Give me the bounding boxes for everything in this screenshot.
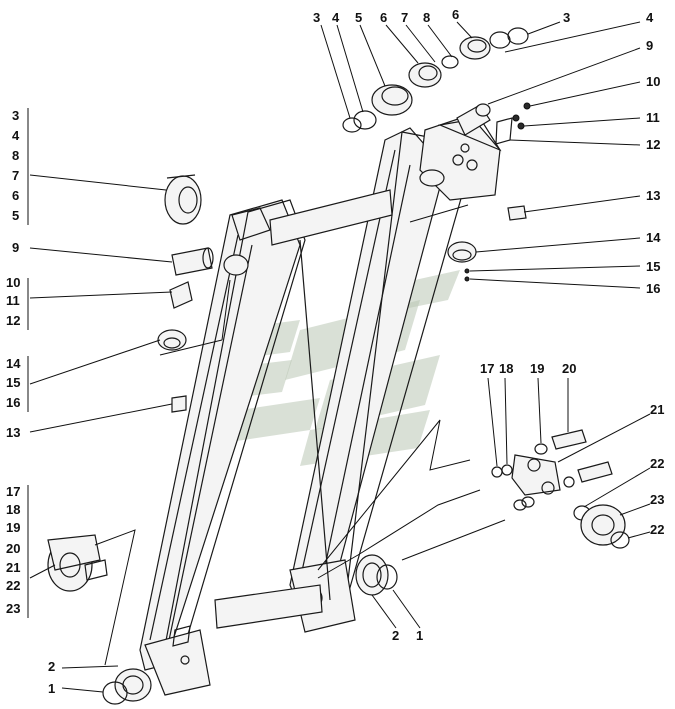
callout-left-3: 3	[12, 108, 19, 123]
callout-top-9: 9	[646, 38, 653, 53]
callout-top-4b: 4	[646, 10, 654, 25]
callout-left-11: 11	[6, 293, 20, 308]
pin-part-9-top	[456, 103, 491, 136]
callout-left-13: 13	[6, 425, 20, 440]
callout-left-15: 15	[6, 375, 20, 390]
callout-left-23: 23	[6, 601, 20, 616]
left-callouts: 3 4 8 7 6 5 9 10 11 12 14 15 16 13 17 18…	[6, 108, 55, 696]
callout-top-16: 16	[646, 281, 660, 296]
callout-br-21: 21	[650, 402, 664, 417]
callout-br-17: 17	[480, 361, 494, 376]
top-small-hardware	[495, 102, 531, 145]
callout-top-5: 5	[355, 10, 362, 25]
callout-top-6a: 6	[380, 10, 387, 25]
bottom-right-callouts: 17 18 19 20 21 22 23 22 2 1	[392, 361, 664, 643]
callout-br-20: 20	[562, 361, 576, 376]
callout-top-11: 11	[646, 110, 660, 125]
left-mast-channel	[139, 199, 306, 696]
left-roller-assembly	[47, 534, 108, 592]
bushing-part-14-top	[447, 241, 477, 282]
callout-left-4: 4	[12, 128, 20, 143]
callout-top-14: 14	[646, 230, 661, 245]
callout-left-10: 10	[6, 275, 20, 290]
callout-left-17: 17	[6, 484, 20, 499]
callout-top-8: 8	[423, 10, 430, 25]
cross-members	[214, 189, 393, 629]
top-callouts: 3 4 5 6 7 8 6 3 4 9 10 11 12 13 14 15 16	[313, 7, 661, 296]
callout-br-22b: 22	[650, 522, 664, 537]
callout-left-5: 5	[12, 208, 19, 223]
callout-left-12: 12	[6, 313, 20, 328]
callout-top-3b: 3	[563, 10, 570, 25]
callout-left-20: 20	[6, 541, 20, 556]
callout-top-7: 7	[401, 10, 408, 25]
callout-left-1: 1	[48, 681, 55, 696]
callout-top-3a: 3	[313, 10, 320, 25]
callout-left-16: 16	[6, 395, 20, 410]
top-seal-stack	[342, 27, 529, 133]
callout-left-22: 22	[6, 578, 20, 593]
left-exploded-parts	[157, 174, 249, 413]
bottom-left-bearing	[102, 668, 152, 705]
callout-left-2: 2	[48, 659, 55, 674]
callout-left-19: 19	[6, 520, 20, 535]
callout-left-8: 8	[12, 148, 19, 163]
callout-top-12: 12	[646, 137, 660, 152]
callout-br-22a: 22	[650, 456, 664, 471]
callout-top-13: 13	[646, 188, 660, 203]
callout-top-6b: 6	[452, 7, 459, 22]
callout-left-6: 6	[12, 188, 19, 203]
callout-br-19: 19	[530, 361, 544, 376]
fitting-part-13-top	[507, 205, 527, 221]
bottom-right-exploded-parts	[491, 429, 630, 549]
callout-br-23: 23	[650, 492, 664, 507]
callout-top-15: 15	[646, 259, 660, 274]
top-head-block	[419, 114, 502, 201]
callout-left-9: 9	[12, 240, 19, 255]
callout-br-18: 18	[499, 361, 513, 376]
callout-left-21: 21	[6, 560, 20, 575]
callout-bm-2: 2	[392, 628, 399, 643]
bottom-middle-bearing	[355, 554, 398, 596]
leader-lines	[29, 21, 651, 693]
callout-left-14: 14	[6, 356, 21, 371]
callout-top-4a: 4	[332, 10, 340, 25]
callout-left-7: 7	[12, 168, 19, 183]
callout-left-18: 18	[6, 502, 20, 517]
callout-top-10: 10	[646, 74, 660, 89]
callout-bm-1: 1	[416, 628, 423, 643]
